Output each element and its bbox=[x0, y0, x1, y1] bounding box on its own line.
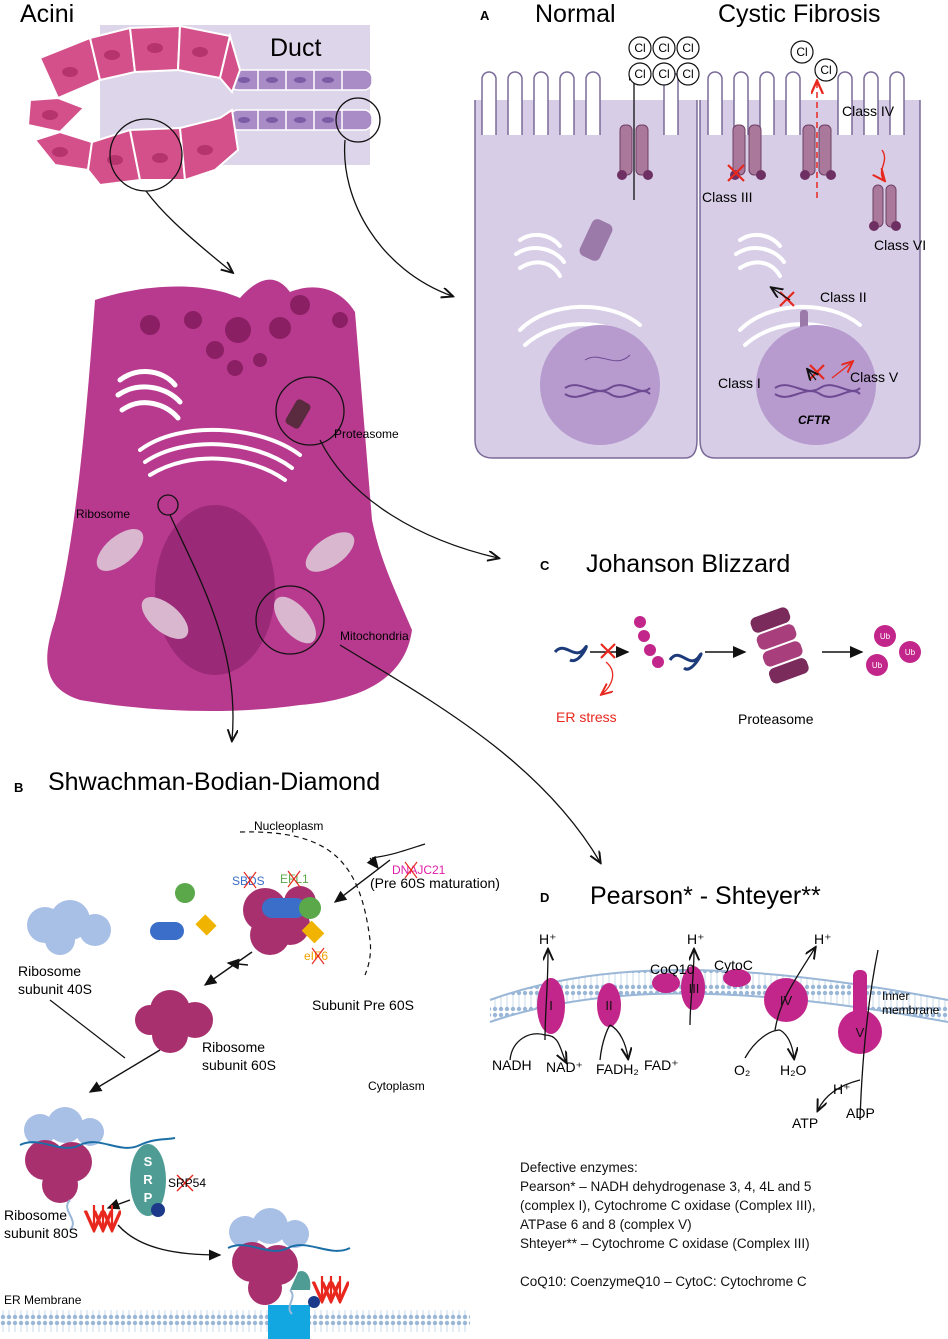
svg-text:R: R bbox=[143, 1172, 153, 1187]
fad-label: FAD⁺ bbox=[644, 1057, 679, 1073]
panel-b-letter: B bbox=[14, 780, 23, 795]
subunit-60s-label-1: Ribosome bbox=[202, 1039, 265, 1055]
duct-label: Duct bbox=[270, 34, 321, 62]
mitochondria-label: Mitochondria bbox=[340, 629, 409, 643]
svg-text:Cl: Cl bbox=[658, 67, 669, 81]
h-plus-2: H⁺ bbox=[687, 931, 705, 947]
class-v-label: Class V bbox=[850, 369, 899, 385]
er-stress-label: ER stress bbox=[556, 709, 617, 725]
note-line: Shteyer** – Cytochrome C oxidase (Comple… bbox=[520, 1236, 810, 1251]
subunit-60s-label-2: subunit 60S bbox=[202, 1057, 276, 1073]
h-plus-4: H⁺ bbox=[833, 1081, 851, 1097]
svg-text:Cl: Cl bbox=[634, 67, 645, 81]
subunit-40s-label-1: Ribosome bbox=[18, 963, 81, 979]
panel-d-letter: D bbox=[540, 890, 549, 905]
svg-text:Cl: Cl bbox=[634, 41, 645, 55]
svg-text:IV: IV bbox=[780, 993, 793, 1008]
note-line: Defective enzymes: bbox=[520, 1160, 638, 1175]
note-line: ATPase 6 and 8 (complex V) bbox=[520, 1217, 692, 1232]
sbds-label: SBDS bbox=[232, 874, 265, 888]
acinar-cell-large bbox=[47, 279, 600, 862]
svg-text:Cl: Cl bbox=[682, 67, 693, 81]
svg-text:II: II bbox=[605, 998, 612, 1013]
o2-label: O₂ bbox=[734, 1062, 750, 1078]
subunit-80s-label-2: subunit 80S bbox=[4, 1225, 78, 1241]
normal-title: Normal bbox=[535, 0, 616, 28]
cytoc-label: CytoC bbox=[714, 957, 753, 973]
cytoplasm-label: Cytoplasm bbox=[368, 1079, 425, 1093]
cftr-gene-label: CFTR bbox=[798, 413, 830, 427]
atp-label: ATP bbox=[792, 1115, 818, 1131]
srp54-label: SRP54 bbox=[168, 1176, 206, 1190]
proteasome-shape bbox=[285, 399, 311, 429]
pre60s-maturation-label: (Pre 60S maturation) bbox=[370, 875, 500, 891]
note-line: (complex I), Cytochrome C oxidase (Compl… bbox=[520, 1198, 816, 1213]
nadh-label: NADH bbox=[492, 1057, 532, 1073]
class-ii-label: Class II bbox=[820, 289, 867, 305]
panel-c-diagram bbox=[553, 607, 921, 694]
note-line bbox=[520, 1253, 940, 1272]
h2o-label: H₂O bbox=[780, 1062, 807, 1078]
error-crosses-b bbox=[243, 861, 418, 965]
h-plus-3: H⁺ bbox=[814, 931, 832, 947]
cystic-fibrosis-title: Cystic Fibrosis bbox=[718, 0, 881, 28]
svg-text:III: III bbox=[689, 981, 700, 996]
acini-label: Acini bbox=[20, 0, 74, 28]
panel-a-letter: A bbox=[480, 8, 490, 23]
er-membrane-label: ER Membrane bbox=[4, 1293, 82, 1307]
er bbox=[138, 427, 302, 482]
svg-text:Ub: Ub bbox=[905, 648, 916, 657]
proteasome-c-label: Proteasome bbox=[738, 711, 814, 727]
duct-zoom-circle bbox=[335, 97, 381, 143]
dnajc21-label: DNAJC21 bbox=[392, 863, 446, 877]
svg-text:S: S bbox=[144, 1154, 153, 1169]
srp-letters: S R P bbox=[143, 1154, 153, 1205]
mitochondria-shapes bbox=[96, 529, 355, 644]
h-plus-1: H⁺ bbox=[539, 931, 557, 947]
fadh2-label: FADH₂ bbox=[596, 1061, 639, 1077]
panel-b-title: Shwachman-Bodian-Diamond bbox=[48, 768, 380, 796]
proteasome-label: Proteasome bbox=[334, 427, 399, 441]
nucleus bbox=[155, 505, 275, 675]
eif6-label: eIF6 bbox=[304, 949, 328, 963]
svg-text:P: P bbox=[144, 1190, 153, 1205]
golgi bbox=[115, 369, 183, 421]
inner-membrane-label-1: Inner bbox=[882, 989, 909, 1003]
panel-d-diagram bbox=[489, 948, 948, 1121]
panel-a-epithelium bbox=[474, 36, 921, 459]
adp-label: ADP bbox=[846, 1105, 875, 1121]
class-vi-label: Class VI bbox=[874, 237, 926, 253]
note-line: Pearson* – NADH dehydrogenase 3, 4, 4L a… bbox=[520, 1179, 812, 1194]
ubiquitin-labels: Ub Ub Ub bbox=[872, 632, 916, 670]
svg-text:I: I bbox=[549, 998, 553, 1013]
defective-enzymes-note: Defective enzymes: Pearson* – NADH dehyd… bbox=[520, 1158, 940, 1291]
panel-b-diagram bbox=[0, 831, 470, 1339]
panel-c-title: Johanson Blizzard bbox=[586, 550, 790, 578]
acini-duct-illustration bbox=[26, 24, 452, 296]
svg-text:Cl: Cl bbox=[682, 41, 693, 55]
subunit-40s-label-2: subunit 40S bbox=[18, 981, 92, 997]
panel-d-title: Pearson* - Shteyer** bbox=[590, 882, 821, 910]
svg-text:Cl: Cl bbox=[796, 45, 807, 59]
complex-labels: I II III IV V bbox=[549, 981, 864, 1040]
ribosome-label: Ribosome bbox=[76, 507, 130, 521]
subunit-pre60s-label: Subunit Pre 60S bbox=[312, 997, 414, 1013]
class-i-label: Class I bbox=[718, 375, 761, 391]
subunit-80s-label-1: Ribosome bbox=[4, 1207, 67, 1223]
svg-text:Ub: Ub bbox=[880, 632, 891, 641]
nad-label: NAD⁺ bbox=[546, 1059, 583, 1075]
nucleoplasm-label: Nucleoplasm bbox=[254, 819, 323, 833]
coq10-label: CoQ10 bbox=[650, 961, 695, 977]
class-iv-label: Class IV bbox=[842, 103, 895, 119]
class-iii-label: Class III bbox=[702, 189, 753, 205]
svg-text:Cl: Cl bbox=[820, 63, 831, 77]
inner-membrane-label-2: membrane bbox=[882, 1003, 940, 1017]
svg-text:Cl: Cl bbox=[658, 41, 669, 55]
duct-cells bbox=[229, 69, 373, 131]
svg-text:V: V bbox=[856, 1025, 865, 1040]
svg-text:Ub: Ub bbox=[872, 661, 883, 670]
panel-c-letter: C bbox=[540, 558, 550, 573]
note-line: CoQ10: CoenzymeQ10 – CytoC: Cytochrome C bbox=[520, 1274, 807, 1289]
